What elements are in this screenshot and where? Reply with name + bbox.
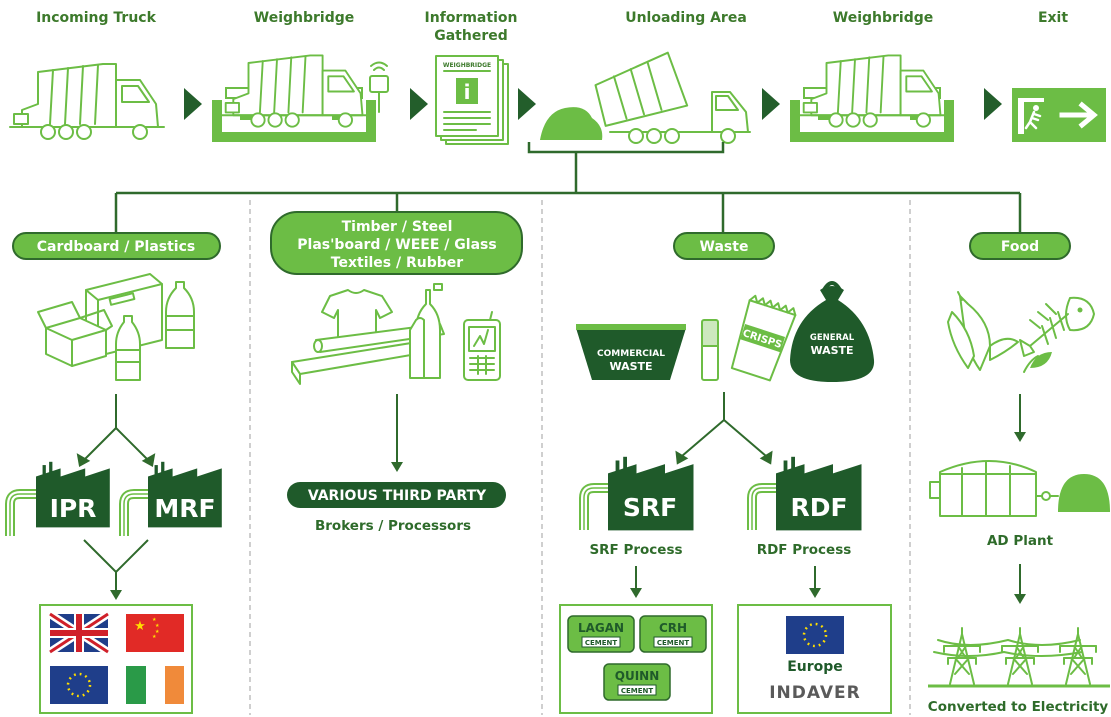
svg-text:★: ★ (155, 623, 160, 629)
plant-label-ipr: IPR (50, 494, 97, 523)
ipr-plant-icon: IPR (10, 461, 110, 536)
cement-tag: CEMENT (657, 639, 690, 647)
category-food: Food (969, 232, 1071, 260)
cement-tag: CEMENT (585, 639, 618, 647)
third-party-pill: VARIOUS THIRD PARTY (287, 482, 506, 508)
ad-plant-icon (929, 460, 1110, 517)
plant-label-rdf: RDF (790, 493, 847, 522)
crisps-packet-icon: CRISPS (730, 294, 797, 382)
rdf-destination: Europe INDAVER (737, 604, 892, 714)
svg-text:★: ★ (134, 619, 146, 634)
cement-name: CRH (659, 621, 687, 635)
general-waste-bag-icon: GENERAL WASTE (790, 281, 875, 382)
ireland-flag-icon (126, 666, 184, 704)
lagan-cement-badge: LAGAN CEMENT (567, 615, 635, 653)
category-timber-steel: Timber / Steel Plas'board / WEEE / Glass… (270, 211, 523, 275)
china-flag-icon: ★ ★ ★ ★ ★ (126, 614, 184, 652)
cement-name: QUINN (615, 669, 660, 683)
third-party-sub: Brokers / Processors (315, 518, 471, 534)
cement-name: LAGAN (578, 621, 624, 635)
waste-pile-icon (540, 107, 603, 140)
cement-tag: CEMENT (621, 687, 654, 695)
cardboard-boxes-icon (37, 273, 163, 367)
eu-flag-icon (50, 666, 108, 704)
svg-text:i: i (464, 80, 471, 104)
commercial-waste-line2: WASTE (609, 360, 652, 373)
weighbridge-truck-icon (211, 54, 389, 143)
step-label-exit: Exit (1038, 10, 1068, 26)
weighbridge-truck-exit-icon (789, 54, 955, 143)
step-label-incoming-truck: Incoming Truck (36, 10, 157, 26)
third-party-label: VARIOUS THIRD PARTY (308, 488, 487, 504)
unloading-bracket (527, 142, 725, 154)
category-label-line1: Timber / Steel (342, 219, 453, 235)
commercial-waste-line1: COMMERCIAL (597, 349, 665, 359)
svg-text:★: ★ (155, 629, 160, 635)
ad-plant-label: AD Plant (987, 533, 1054, 549)
materials-icon (291, 283, 501, 385)
incoming-truck-icon (9, 63, 165, 140)
rdf-process-label: RDF Process (757, 542, 852, 558)
electricity-pylons-icon (928, 627, 1110, 688)
srf-plant-icon: SRF (584, 456, 694, 531)
cement-destinations: LAGAN CEMENT CRH CEMENT QUINN CEMENT (559, 604, 713, 714)
step-label-info-line2: Gathered (434, 28, 508, 44)
category-label: Cardboard / Plastics (37, 239, 195, 255)
chevron-right-icon (518, 88, 536, 120)
step-label-weighbridge-2: Weighbridge (833, 10, 934, 26)
doc-label: WEIGHBRIDGE (443, 62, 491, 69)
plant-label-mrf: MRF (154, 494, 215, 523)
rdf-region: Europe (787, 659, 843, 675)
eu-flag-icon (786, 616, 844, 654)
fish-bone-icon (1019, 296, 1095, 357)
uk-flag-icon (47, 610, 111, 656)
electricity-label: Converted to Electricity (928, 699, 1109, 715)
general-waste-line2: WASTE (810, 344, 853, 357)
svg-text:★: ★ (152, 634, 157, 640)
category-label-line3: Textiles / Rubber (331, 255, 463, 271)
exit-sign-icon (1012, 88, 1106, 142)
crh-cement-badge: CRH CEMENT (639, 615, 707, 653)
step-label-unloading-area: Unloading Area (625, 10, 747, 26)
quinn-cement-badge: QUINN CEMENT (603, 663, 671, 701)
category-label: Food (1001, 239, 1039, 255)
unloading-truck-icon (540, 51, 751, 144)
cigarette-icon (701, 319, 719, 381)
category-waste: Waste (673, 232, 775, 260)
information-document-icon: WEIGHBRIDGE i (435, 55, 509, 145)
rdf-plant-icon: RDF (752, 456, 862, 531)
plastic-bottles-icon (115, 281, 195, 381)
chevron-right-icon (762, 88, 780, 120)
chevron-right-icon (984, 88, 1002, 120)
chevron-right-icon (184, 88, 202, 120)
general-waste-line1: GENERAL (810, 333, 855, 343)
plant-label-srf: SRF (623, 493, 677, 522)
category-label: Waste (700, 239, 749, 255)
category-cardboard-plastics: Cardboard / Plastics (12, 232, 221, 260)
banana-icon (947, 291, 1019, 371)
destination-flags: ★ ★ ★ ★ ★ (39, 604, 193, 714)
step-label-weighbridge-1: Weighbridge (254, 10, 355, 26)
mrf-plant-icon: MRF (124, 461, 222, 536)
commercial-waste-skip-icon: COMMERCIAL WASTE (576, 324, 686, 380)
svg-text:★: ★ (152, 617, 157, 623)
chevron-right-icon (410, 88, 428, 120)
leaf-icon (1030, 352, 1052, 368)
srf-process-label: SRF Process (589, 542, 682, 558)
rdf-company: INDAVER (769, 683, 861, 703)
category-label-line2: Plas'board / WEEE / Glass (297, 237, 496, 253)
step-label-info-line1: Information (425, 10, 518, 26)
